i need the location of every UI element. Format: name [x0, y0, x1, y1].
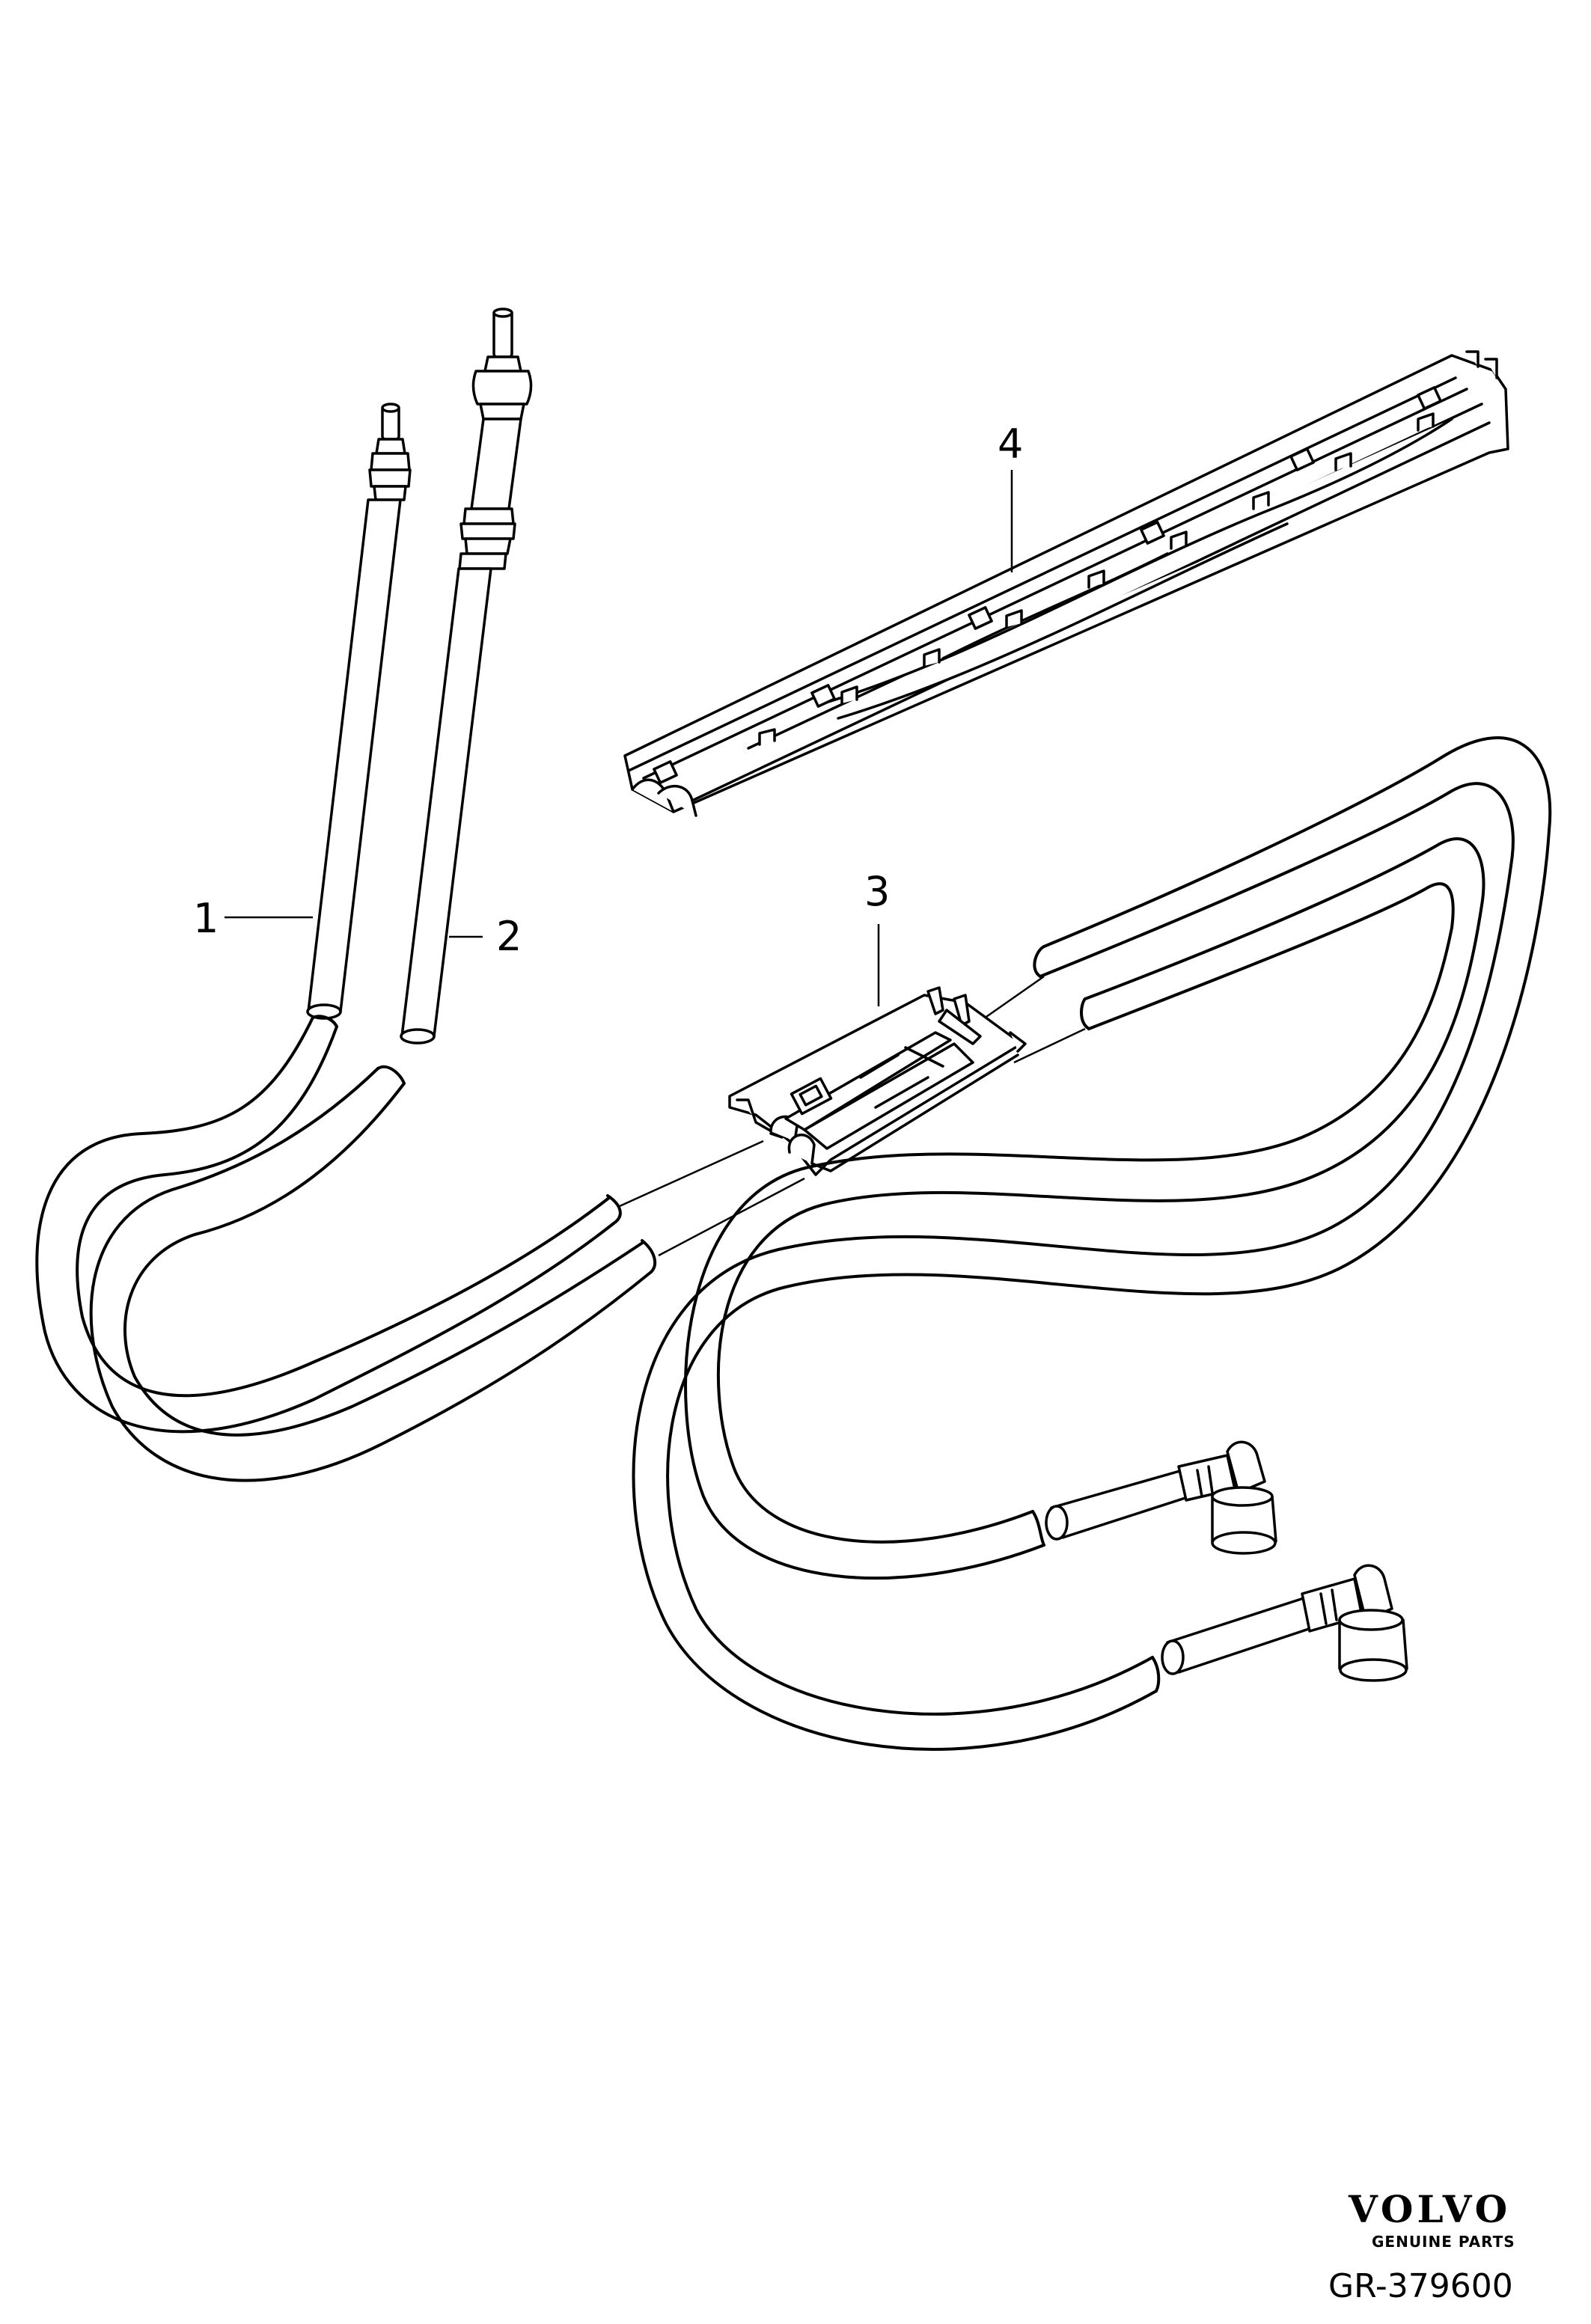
reference-number: GR-379600: [1328, 2267, 1513, 2305]
elbow-connectors: [1045, 1440, 1408, 1682]
cable-loops-left: [35, 1015, 657, 1482]
callout-2: 2: [496, 913, 522, 960]
cable-loops-right: [632, 736, 1552, 1751]
callout-4: 4: [998, 421, 1023, 468]
cable-2-upper-end: [400, 308, 533, 1045]
connection-lines: [619, 975, 1086, 1257]
brand-logo: VOLVO: [1348, 2187, 1511, 2231]
callout-leaders: [225, 470, 1013, 1006]
callout-3: 3: [864, 868, 890, 915]
cable-1-upper-end: [306, 403, 412, 1020]
callout-1: 1: [193, 895, 219, 942]
rail-part-4: [623, 350, 1509, 817]
brand-tagline: GENUINE PARTS: [1372, 2233, 1515, 2251]
bracket-part-3: [728, 986, 1027, 1176]
